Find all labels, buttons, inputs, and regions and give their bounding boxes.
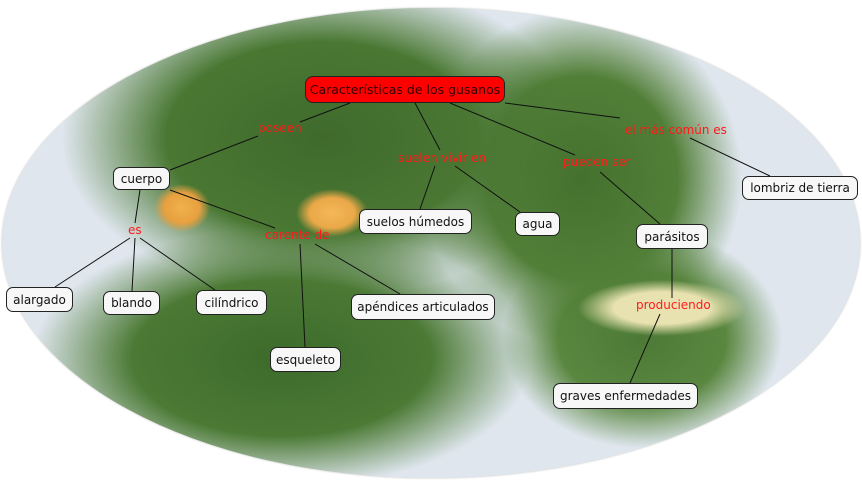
concept-esqueleto[interactable]: esqueleto xyxy=(270,347,341,372)
connector xyxy=(299,102,351,123)
connector xyxy=(414,102,441,151)
concept-graves-enfermedades[interactable]: graves enfermedades xyxy=(553,383,698,409)
concept-parasitos[interactable]: parásitos xyxy=(636,224,708,249)
concept-blando[interactable]: blando xyxy=(103,291,160,315)
concept-agua[interactable]: agua xyxy=(515,212,560,236)
connector xyxy=(139,237,216,291)
link-carente-de[interactable]: carente de xyxy=(265,228,330,242)
concept-cuerpo[interactable]: cuerpo xyxy=(113,167,170,190)
connector xyxy=(314,243,401,295)
connector xyxy=(629,313,661,384)
connector xyxy=(54,237,131,288)
link-produciendo[interactable]: produciendo xyxy=(636,298,711,312)
link-pueden-ser[interactable]: pueden ser xyxy=(563,155,631,169)
link-el-mas-comun-es[interactable]: el más común es xyxy=(625,123,727,137)
concept-suelos-humedos[interactable]: suelos húmedos xyxy=(359,209,472,234)
connector xyxy=(299,243,306,348)
concept-cilindrico[interactable]: cilíndrico xyxy=(196,290,267,315)
connector xyxy=(449,102,576,156)
concept-lombriz-de-tierra[interactable]: lombriz de tierra xyxy=(742,176,858,200)
concept-alargado[interactable]: alargado xyxy=(6,287,73,312)
connector xyxy=(169,189,276,229)
connector xyxy=(454,165,521,213)
connector xyxy=(689,137,771,177)
link-suelen-vivir-en[interactable]: suelen vivir en xyxy=(398,151,486,165)
connector xyxy=(134,189,141,224)
connector xyxy=(504,102,621,119)
link-poseen[interactable]: poseen xyxy=(258,121,302,135)
main-concept[interactable]: Características de los gusanos xyxy=(305,76,505,103)
concept-apendices-articulados[interactable]: apéndices articulados xyxy=(351,294,495,320)
connector xyxy=(419,165,436,210)
connector xyxy=(131,237,136,292)
connector xyxy=(169,135,259,171)
connector xyxy=(599,171,661,225)
link-es[interactable]: es xyxy=(128,223,142,237)
